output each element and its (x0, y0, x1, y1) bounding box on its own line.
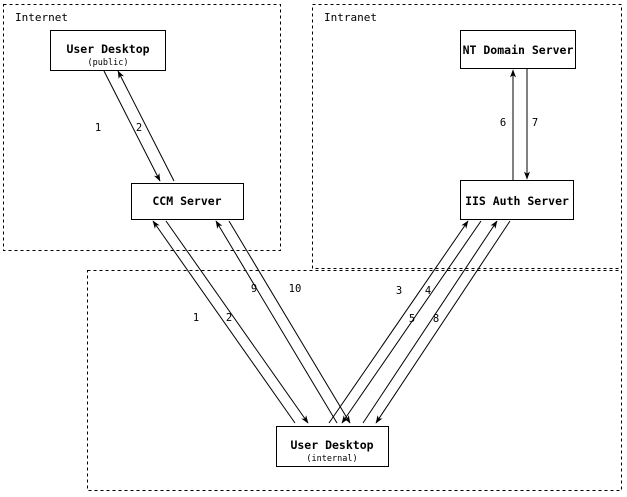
node-iis-auth-server-label: IIS Auth Server (465, 194, 569, 208)
zone-intranet-border (312, 4, 622, 269)
step-label-1-internal: 1 (193, 312, 199, 324)
flow-line-9 (215, 220, 338, 424)
flow-line-5 (362, 220, 498, 424)
flow-internal-desktop-iis-left (328, 220, 482, 424)
flow-internal-desktop-ccm-left (152, 220, 309, 424)
step-label-10: 10 (289, 283, 302, 295)
node-user-desktop-internal-sublabel: (internal) (306, 454, 357, 464)
flow-public-desktop-ccm (103, 70, 175, 182)
node-ccm-server[interactable]: CCM Server (130, 182, 245, 221)
node-user-desktop-public-box[interactable] (49, 29, 167, 72)
node-user-desktop-internal-label: User Desktop (290, 438, 373, 452)
flow-internal-desktop-ccm-right (215, 220, 351, 424)
step-label-2-internal: 2 (226, 312, 232, 324)
step-label-2-public: 2 (136, 122, 142, 134)
zone-internet-label: Internet (15, 11, 68, 24)
zone-intranet-label: Intranet (324, 11, 377, 24)
zone-internet-border (3, 4, 281, 251)
flow-line-4 (341, 220, 482, 424)
zone-labels: Internet Intranet (15, 11, 377, 24)
flow-line-8 (375, 220, 511, 424)
flow-line-1-public (103, 70, 161, 182)
step-number-labels: 1 2 6 7 9 10 1 2 3 4 5 8 (95, 117, 538, 325)
zone-boundaries (3, 4, 622, 491)
zone-internal-border (87, 270, 622, 491)
node-user-desktop-public-label: User Desktop (66, 42, 149, 56)
flow-line-10 (228, 220, 351, 424)
step-label-7: 7 (532, 117, 538, 129)
step-label-5: 5 (409, 313, 415, 325)
flow-line-3 (328, 220, 469, 424)
node-ccm-server-box[interactable] (130, 182, 245, 221)
flow-iis-ntdomain (510, 69, 530, 180)
node-user-desktop-internal-box[interactable] (275, 425, 390, 468)
node-user-desktop-internal[interactable]: User Desktop (internal) (275, 425, 390, 468)
step-label-6: 6 (500, 117, 506, 129)
node-nt-domain-server-box[interactable] (459, 29, 577, 70)
flow-line-1-internal (152, 220, 296, 424)
step-label-3: 3 (396, 285, 402, 297)
node-nt-domain-server[interactable]: NT Domain Server (459, 29, 577, 70)
step-label-1-public: 1 (95, 122, 101, 134)
node-iis-auth-server[interactable]: IIS Auth Server (459, 179, 575, 221)
node-user-desktop-public-sublabel: (public) (88, 58, 129, 68)
flow-line-2-public (117, 70, 175, 182)
node-nt-domain-server-label: NT Domain Server (463, 43, 574, 57)
flow-internal-desktop-iis-right (362, 220, 511, 424)
step-label-8: 8 (433, 313, 439, 325)
node-iis-auth-server-box[interactable] (459, 179, 575, 221)
step-label-4: 4 (425, 285, 431, 297)
node-ccm-server-label: CCM Server (152, 194, 221, 208)
step-label-9: 9 (251, 283, 257, 295)
flow-line-2-internal (165, 220, 309, 424)
node-user-desktop-public[interactable]: User Desktop (public) (49, 29, 167, 72)
